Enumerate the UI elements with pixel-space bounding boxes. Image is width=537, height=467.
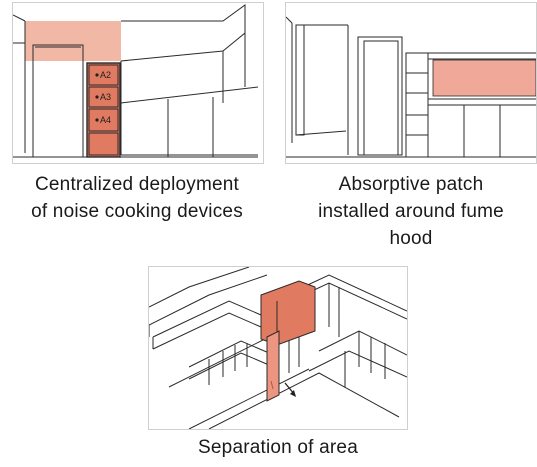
fume-hood-absorptive-patch xyxy=(432,59,536,97)
panel-absorptive-patch xyxy=(285,2,537,164)
device-label-a2: A2 xyxy=(100,70,111,80)
caption-panel-2-line-3: hood xyxy=(389,228,433,249)
separation-partition-upper xyxy=(260,280,316,346)
caption-panel-1-line-2: of noise cooking devices xyxy=(31,201,243,222)
device-marker-a4 xyxy=(95,118,99,122)
flow-arrow-icon xyxy=(270,380,296,397)
kitchen-elevation-drawing-1: A2 A3 A4 xyxy=(13,4,259,158)
separation-partition-lower xyxy=(266,330,280,402)
device-label-a4: A4 xyxy=(100,115,111,125)
device-marker-a2 xyxy=(95,73,99,77)
appliance-stack: A2 A3 A4 xyxy=(86,62,121,158)
device-label-a3: A3 xyxy=(100,92,111,102)
caption-panel-3-line-1: Separation of area xyxy=(198,437,358,458)
caption-panel-3: Separation of area xyxy=(140,434,416,461)
caption-panel-2-line-2: installed around fume xyxy=(318,201,504,222)
device-marker-a3 xyxy=(95,95,99,99)
upper-cabinet-highlight xyxy=(25,21,121,61)
caption-panel-1-line-1: Centralized deployment xyxy=(34,174,239,195)
panel-separation-of-area xyxy=(148,266,408,430)
panel-centralized-deployment: A2 A3 A4 xyxy=(12,2,264,164)
caption-panel-2: Absorptive patch installed around fume h… xyxy=(282,171,537,252)
kitchen-elevation-drawing-2 xyxy=(286,16,536,158)
kitchen-isometric-drawing xyxy=(149,267,407,429)
caption-panel-1: Centralized deployment of noise cooking … xyxy=(8,171,266,225)
caption-panel-2-line-1: Absorptive patch xyxy=(338,174,484,195)
